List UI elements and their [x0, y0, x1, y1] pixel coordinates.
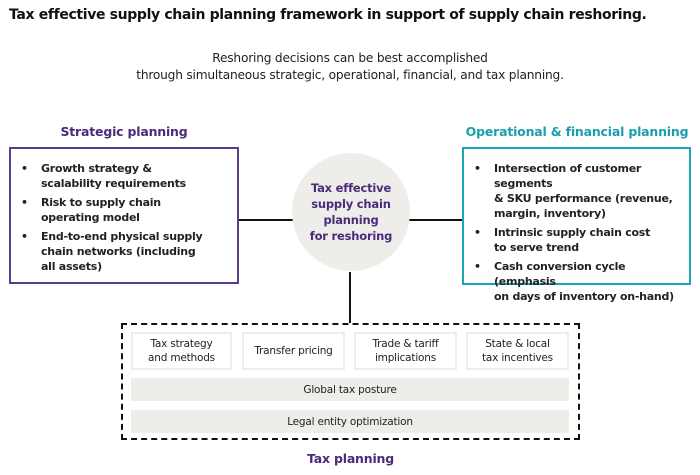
operational-bullet-item: • Cash conversion cycle (emphasis on day…: [474, 260, 674, 303]
operational-bullet-item: • Intersection of customer segments & SK…: [474, 162, 673, 220]
bar-global-tax-posture: Global tax posture: [131, 378, 569, 401]
connector-down: [349, 272, 351, 323]
strategic-bullet-item: • End-to-end physical supply chain netwo…: [21, 230, 203, 273]
bullet-icon: •: [21, 162, 28, 175]
tax-planning-box: [121, 323, 580, 440]
tile-trade-tariff: Trade & tariff implications: [354, 332, 457, 370]
strategic-planning-box: • Growth strategy & scalability requirem…: [9, 147, 239, 284]
subtitle-line-2: through simultaneous strategic, operatio…: [136, 68, 564, 82]
connector-left: [239, 219, 297, 221]
bullet-icon: •: [474, 226, 481, 239]
tile-state-local: State & local tax incentives: [466, 332, 569, 370]
strategic-planning-heading: Strategic planning: [60, 124, 188, 139]
connector-right: [408, 219, 462, 221]
bullet-icon: •: [21, 230, 28, 243]
operational-bullet-list: • Intersection of customer segments & SK…: [464, 149, 689, 304]
subtitle: Reshoring decisions can be best accompli…: [0, 50, 700, 84]
tax-planning-heading: Tax planning: [307, 451, 394, 466]
operational-planning-heading: Operational & financial planning: [465, 124, 689, 139]
strategic-bullet-item: • Growth strategy & scalability requirem…: [21, 162, 186, 190]
strategic-bullet-item: • Risk to supply chain operating model: [21, 196, 161, 224]
center-circle: Tax effective supply chain planning for …: [292, 153, 410, 271]
bullet-icon: •: [474, 162, 481, 175]
operational-bullet-item: • Intrinsic supply chain cost to serve t…: [474, 226, 651, 254]
bullet-icon: •: [21, 196, 28, 209]
operational-planning-box: • Intersection of customer segments & SK…: [462, 147, 691, 303]
bullet-icon: •: [474, 260, 481, 273]
strategic-bullet-list: • Growth strategy & scalability requirem…: [11, 149, 237, 274]
center-circle-text: Tax effective supply chain planning for …: [309, 181, 393, 243]
tile-transfer-pricing: Transfer pricing: [242, 332, 345, 370]
tile-tax-strategy: Tax strategy and methods: [131, 332, 232, 370]
bar-legal-entity-optimization: Legal entity optimization: [131, 410, 569, 433]
page-title: Tax effective supply chain planning fram…: [9, 7, 647, 23]
subtitle-line-1: Reshoring decisions can be best accompli…: [212, 51, 488, 65]
